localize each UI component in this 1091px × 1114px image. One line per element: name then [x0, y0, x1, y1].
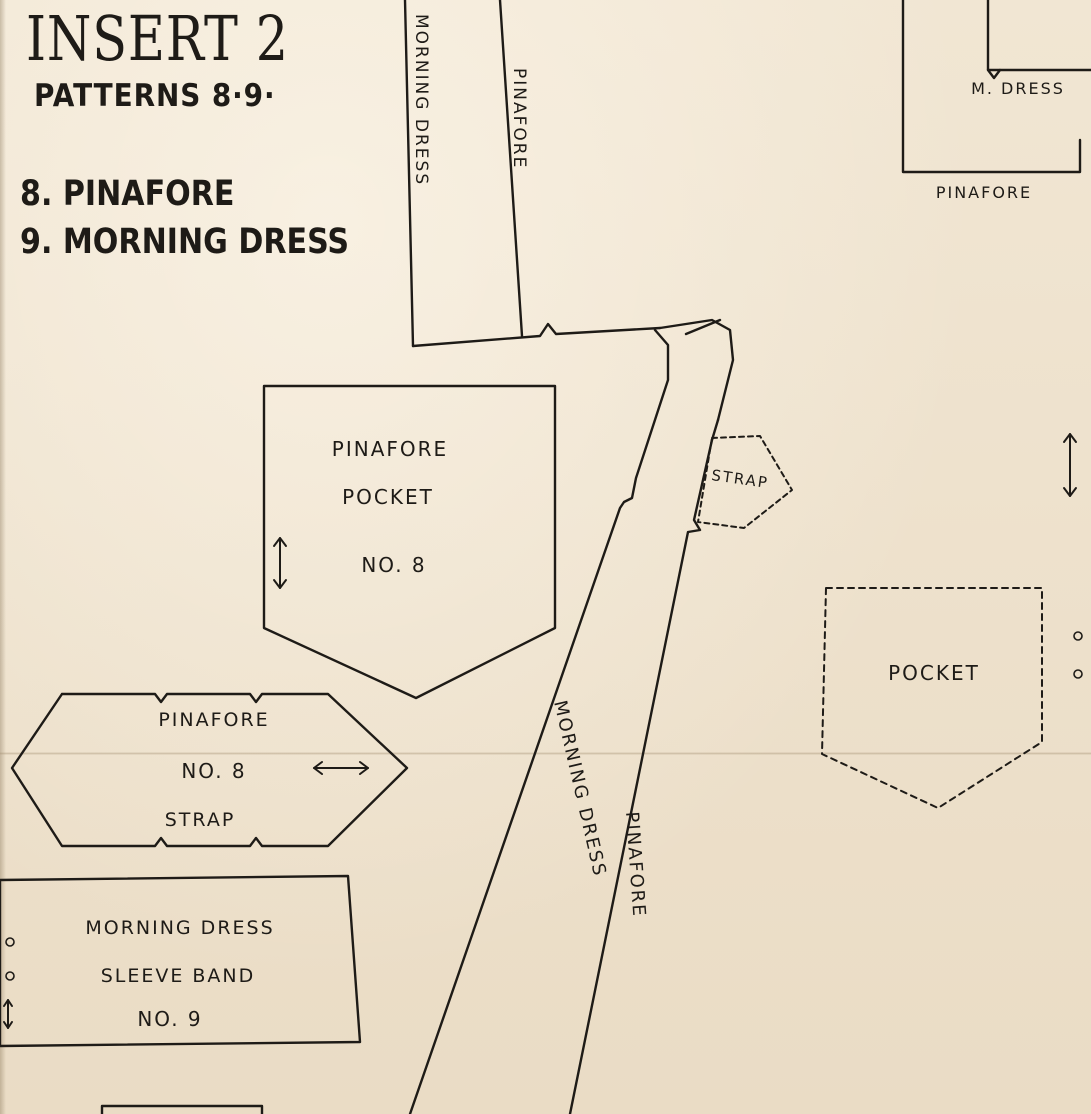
strap-piece-dashed: [697, 435, 793, 529]
pinafore-pocket-label-2: POCKET: [342, 485, 434, 509]
legend-item-morning-dress: 9. MORNING DRESS: [20, 222, 350, 262]
pinafore-pocket-label-1: PINAFORE: [332, 437, 448, 461]
paper-fold-line: [0, 752, 1091, 755]
vertical-strip-left-edge: [403, 0, 415, 348]
sleeve-band-piece: [0, 874, 362, 1048]
sleeve-band-label-1: MORNING DRESS: [85, 917, 274, 939]
vertical-strip-divider: [498, 0, 524, 338]
top-right-pinafore-outline: [901, 0, 1082, 174]
pinafore-strap-label-1: PINAFORE: [158, 709, 269, 731]
diagonal-morning-dress-label: MORNING DRESS: [549, 698, 610, 879]
page-subtitle: PATTERNS 8·9·: [34, 78, 276, 114]
page-title: INSERT 2: [26, 2, 289, 75]
bottom-left-partial-piece: [100, 1104, 264, 1114]
strip-bend-inner: [408, 328, 670, 1114]
pinafore-strap-label-2: NO. 8: [181, 759, 246, 783]
vertical-strip-pieces: [403, 0, 735, 1114]
paper-edge-shadow: [0, 0, 6, 1114]
vertical-strip-bottom-edge: [411, 322, 662, 348]
sleeve-band-label-2: SLEEVE BAND: [101, 965, 256, 987]
grainline-arrow-icon: [313, 761, 369, 775]
top-right-mdress-outline: [986, 0, 1091, 72]
diagonal-middle-line: [684, 318, 722, 336]
top-right-mdress-notch: [986, 68, 1002, 80]
pocket-piece-dashed: [821, 587, 1043, 809]
pinafore-strap-label-3: STRAP: [165, 809, 236, 831]
pinafore-pocket-piece: [262, 384, 557, 700]
pinafore-strap-outline: [10, 692, 409, 848]
pattern-legend: 8. PINAFORE 9. MORNING DRESS: [20, 170, 349, 266]
strip-bend-outer: [658, 318, 735, 422]
vertical-pinafore-label: PINAFORE: [509, 68, 529, 169]
notch-circle-icon: [5, 631, 1083, 981]
legend-item-pinafore: 8. PINAFORE: [20, 174, 235, 214]
pocket-label: POCKET: [888, 661, 980, 685]
grainline-arrow-icon: [1063, 433, 1077, 497]
sleeve-band-label-3: NO. 9: [137, 1007, 202, 1031]
m-dress-label: M. DRESS: [971, 79, 1065, 98]
grainline-arrow-icon: [273, 537, 287, 589]
vertical-morning-dress-label: MORNING DRESS: [411, 14, 431, 186]
strap-label: STRAP: [710, 466, 770, 492]
grainline-arrow-icon: [3, 999, 13, 1029]
diagonal-pinafore-label: PINAFORE: [621, 811, 649, 919]
top-right-piece: [901, 0, 1091, 174]
pinafore-strap-piece: [10, 692, 409, 848]
pinafore-pocket-label-3: NO. 8: [361, 553, 426, 577]
top-right-pinafore-label: PINAFORE: [936, 183, 1032, 202]
diagonal-right-edge: [568, 418, 720, 1114]
